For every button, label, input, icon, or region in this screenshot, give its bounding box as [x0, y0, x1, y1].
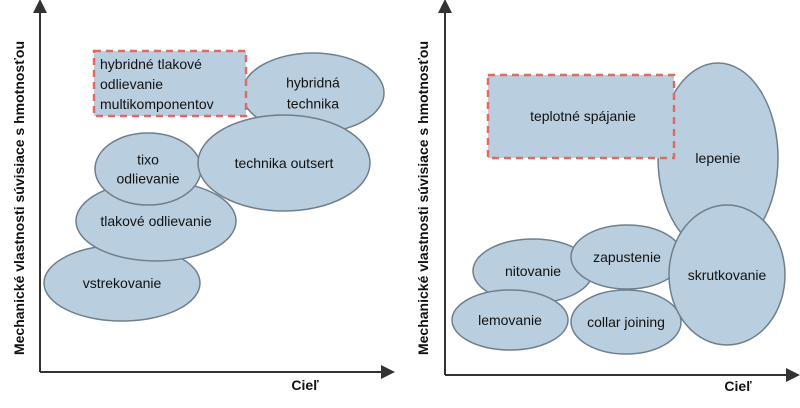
node-label: technika outsert	[235, 155, 334, 171]
node-label: multikomponentov	[100, 96, 214, 112]
node-label: tixo	[137, 152, 159, 168]
node-shape	[668, 204, 786, 346]
dashed-box-hybridne: hybridné tlakové odlievanie multikomponent…	[92, 49, 248, 118]
node-label: lepenie	[695, 150, 740, 166]
node-shape	[197, 114, 371, 212]
node-shape	[570, 289, 682, 355]
node-label: vstrekovanie	[83, 275, 162, 291]
node-nitovanie: nitovanie	[472, 238, 594, 304]
node-lemovanie: lemovanie	[451, 289, 569, 351]
node-vstrekovanie: vstrekovanie	[43, 244, 201, 322]
node-label: teplotné spájanie	[530, 108, 636, 124]
node-label: nitovanie	[505, 263, 561, 279]
node-tixo-odlievanie: tixo odlievanie	[94, 132, 202, 206]
node-label: hybridná	[286, 75, 340, 91]
node-label: hybridné tlakové	[100, 56, 202, 72]
dashed-box	[486, 73, 676, 160]
node-label: tlakové odlievanie	[100, 213, 212, 229]
x-axis-label: Cieľ	[291, 377, 319, 393]
node-shape	[94, 132, 202, 206]
node-zapustenie: zapustenie	[570, 224, 684, 290]
node-skrutkovanie: skrutkovanie	[668, 204, 786, 346]
left-panel: Mechanické vlastnosti súvisiace s hmotno…	[11, 0, 395, 393]
y-axis-label: Mechanické vlastnosti súvisiace s hmotno…	[11, 41, 27, 355]
node-hybridna-technika: hybridná technika	[241, 52, 385, 134]
x-axis-label: Cieľ	[724, 378, 752, 394]
node-label: lemovanie	[478, 312, 542, 328]
node-collar-joining: collar joining	[570, 289, 682, 355]
right-panel: Mechanické vlastnosti súvisiace s hmotno…	[415, 0, 800, 394]
node-label: zapustenie	[593, 249, 661, 265]
node-label: collar joining	[587, 314, 665, 330]
node-label: technika	[287, 96, 339, 112]
node-label: odlievanie	[116, 171, 179, 187]
y-axis-label: Mechanické vlastnosti súvisiace s hmotno…	[415, 41, 431, 355]
dashed-box-teplotne: teplotné spájanie	[486, 73, 676, 160]
dashed-box	[92, 49, 248, 118]
node-shape	[451, 289, 569, 351]
node-label: skrutkovanie	[688, 267, 767, 283]
node-tlakove-odlievanie: tlakové odlievanie	[75, 180, 237, 262]
node-technika-outsert: technika outsert	[197, 114, 371, 212]
node-label: odlievanie	[100, 76, 163, 92]
